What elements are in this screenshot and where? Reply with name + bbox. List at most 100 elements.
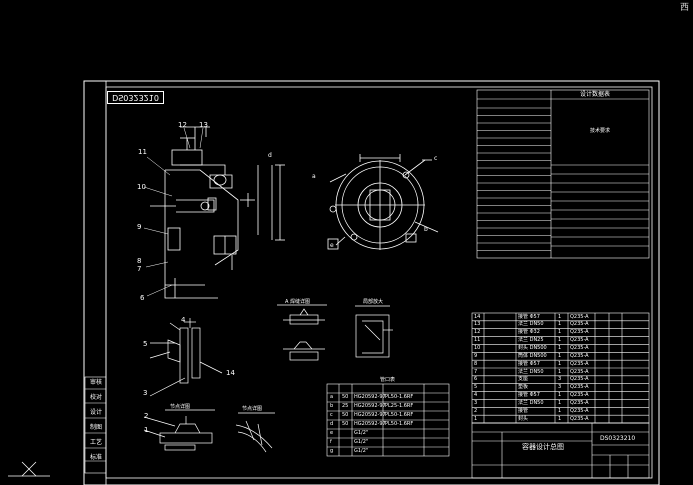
nozzle-cell: f: [330, 439, 332, 445]
section-label-d: 节点详图: [242, 406, 263, 412]
bom-cell: 1: [558, 352, 562, 359]
nozzle-cell: G1/2": [354, 439, 369, 445]
spec-table-title: 设计数据表: [580, 91, 611, 98]
nozzle-table-title: 管口表: [380, 377, 396, 383]
bom-cell: 封头: [518, 415, 529, 422]
part-label: 12: [178, 121, 187, 129]
side-label: 审核: [89, 379, 102, 386]
bom-cell: 筒体 DN500: [518, 352, 547, 359]
nozzle-cell: HG20592-97: [354, 394, 386, 400]
nozzle-cell: G1/2": [354, 448, 369, 454]
nozzle-cell: 25: [342, 403, 349, 409]
bom-cell: 1: [558, 407, 562, 414]
bom-cell: 接管: [518, 407, 529, 414]
part-label: 9: [137, 223, 142, 231]
title-block-code: DS0323210: [600, 435, 636, 442]
bom-cell: 3: [474, 399, 478, 406]
vessel-front-view: [150, 126, 285, 299]
part-label: 8: [137, 257, 142, 265]
bom-cell: 法兰 DN25: [518, 337, 544, 344]
nozzle-cell: 50: [342, 421, 349, 427]
nozzle-table: [326, 383, 450, 457]
bom-cell: 法兰 DN50: [518, 368, 544, 375]
bom-cell: 封头 DN500: [518, 344, 547, 351]
section-label-c: 节点详图: [170, 404, 191, 410]
bom-cell: 3: [558, 376, 562, 383]
section-label-a: A 焊缝详图: [285, 299, 311, 305]
bom-cell: 接管 Φ57: [518, 392, 540, 399]
nozzle-cell: HG20592-97: [354, 412, 386, 418]
bom-cell: 6: [474, 376, 478, 383]
bom-cell: 14: [474, 313, 481, 320]
bom-cell: 接管 Φ32: [518, 329, 540, 336]
part-label: 13: [199, 121, 208, 129]
bom-cell: 8: [474, 360, 478, 367]
bom-cell: 1: [558, 337, 562, 344]
nozzle-cell: d: [330, 421, 334, 427]
bom-cell: Q235-A: [570, 392, 589, 399]
detail-a: [277, 304, 327, 361]
nozzle-cell: PL50-1.6RF: [385, 421, 414, 427]
bom-cell: 11: [474, 337, 481, 344]
bom-cell: Q235-A: [570, 384, 589, 391]
bom-cell: 1: [558, 415, 562, 422]
bom-cell: 7: [474, 368, 478, 375]
nozzle-cell: G1/2": [354, 430, 369, 436]
bom-cell: 1: [558, 392, 562, 399]
bom-cell: Q235-A: [570, 329, 589, 336]
bom-cell: 1: [558, 360, 562, 367]
bom-cell: Q235-A: [570, 360, 589, 367]
bom-cell: 9: [474, 352, 478, 359]
bom-cell: Q235-A: [570, 407, 589, 414]
drawing-code: DS0323210: [107, 91, 164, 104]
nozzle-cell: b: [330, 403, 334, 409]
detail-b: [355, 305, 393, 358]
part-label: 7: [137, 265, 142, 273]
part-label: 14: [226, 369, 235, 377]
sheet-outer-border: [83, 80, 660, 485]
bom-cell: 2: [474, 407, 478, 414]
bom-cell: 12: [474, 329, 481, 336]
bom-cell: Q235-A: [570, 376, 589, 383]
side-label: 设计: [89, 409, 102, 416]
bom-cell: 垫板: [518, 384, 529, 391]
bom-cell: Q235-A: [570, 399, 589, 406]
detail-c: [143, 409, 215, 451]
bom-cell: 5: [474, 384, 478, 391]
ucs-icon: [8, 461, 50, 477]
part-label: 11: [138, 148, 147, 156]
nozzle-mark: c: [434, 155, 438, 162]
bom-cell: 1: [558, 321, 562, 328]
detail-support: [149, 318, 223, 397]
part-label: 10: [137, 183, 146, 191]
bom-cell: Q235-A: [570, 352, 589, 359]
bom-cell: 1: [558, 329, 562, 336]
title-block: [471, 422, 650, 479]
nozzle-cell: 50: [342, 394, 349, 400]
spec-table-subtitle: 技术要求: [590, 128, 611, 134]
nozzle-cell: e: [330, 430, 334, 436]
nozzle-mark: e: [330, 242, 334, 249]
bom-cell: 10: [474, 344, 481, 351]
nozzle-cell: PL50-1.6RF: [385, 412, 414, 418]
side-label: 工艺: [89, 439, 102, 446]
side-label: 校对: [89, 394, 102, 401]
title-block-name: 容器设计总图: [522, 443, 564, 451]
part-label: 5: [143, 340, 148, 348]
bom-cell: 1: [474, 415, 478, 422]
part-label: 4: [181, 316, 186, 324]
leader-lines: [143, 127, 204, 297]
detail-d: [235, 412, 275, 453]
nozzle-cell: 50: [342, 412, 349, 418]
nozzle-mark: d: [268, 152, 272, 159]
bom-cell: 3: [558, 384, 562, 391]
part-label: 1: [144, 426, 149, 434]
bom-cell: Q235-A: [570, 321, 589, 328]
left-label-column: [84, 376, 107, 474]
bom-cell: 4: [474, 392, 478, 399]
bom-cell: 接管 Φ57: [518, 360, 540, 367]
side-label: 制图: [89, 424, 102, 431]
viewcube-label[interactable]: 西: [679, 3, 689, 13]
nozzle-cell: PL50-1.6RF: [385, 394, 414, 400]
